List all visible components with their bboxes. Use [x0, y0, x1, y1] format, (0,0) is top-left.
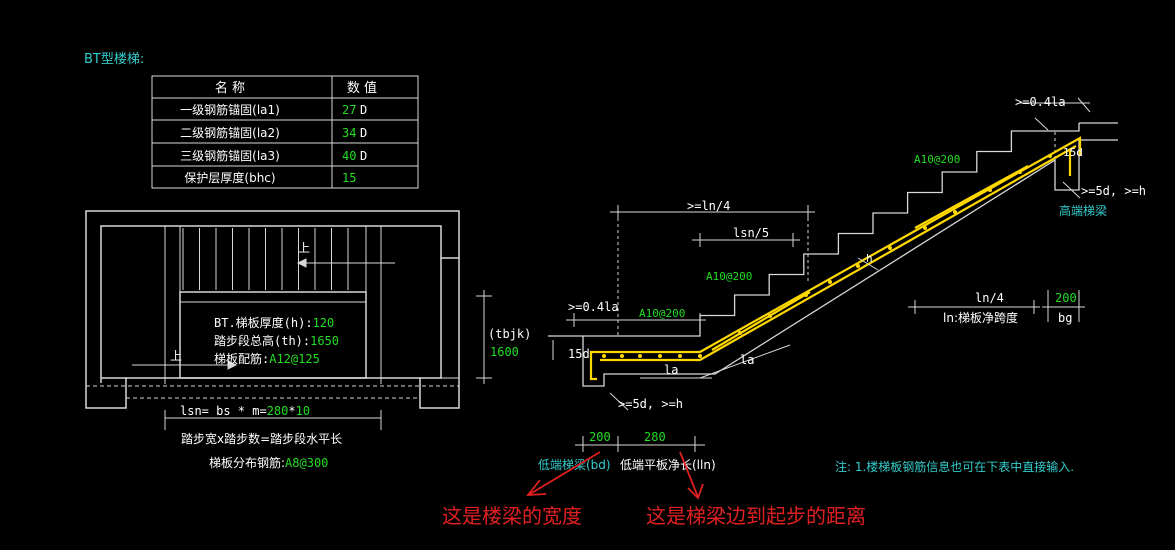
table-cell-value: 40 [342, 149, 356, 163]
lsn-bs: 280 [267, 404, 289, 418]
rebar-dot [923, 226, 927, 230]
thickness-line[interactable]: BT.梯板厚度(h):120 [214, 315, 334, 330]
lsn-line[interactable]: lsn= bs * m=280*10 [180, 404, 310, 418]
rebar-dot [620, 354, 624, 358]
up-arrow-icon [132, 258, 395, 370]
stair-rebar [589, 136, 1082, 381]
table-cell-value: 27 [342, 103, 356, 117]
rebar-dot [888, 246, 892, 250]
lsn-prefix: lsn= bs * m= [180, 404, 267, 418]
dim-5d-bottom: >=5d, >=h [618, 397, 683, 411]
stair-treads [182, 228, 349, 290]
rebar-line[interactable]: 梯板配筋:A12@125 [214, 351, 320, 366]
lsn-dimension [164, 410, 382, 430]
dim-ge-04la-top: >=0.4la [1015, 95, 1066, 109]
rebar-dot [738, 331, 742, 335]
rebar-dot [953, 210, 957, 214]
table-header-name: 名 称 [215, 80, 245, 96]
low-plate-label: 低端平板净长(lln) [620, 458, 716, 472]
thickness-value: 120 [313, 316, 335, 330]
red-arrow-icon [526, 451, 704, 500]
section-dimensions [552, 97, 1091, 452]
rebar-value: A12@125 [269, 352, 320, 366]
up-label: 上 [298, 241, 310, 255]
dim-15d-right: 15d [1063, 146, 1083, 159]
low-beam-label: 低端梯梁(bd) [538, 457, 611, 472]
table-row[interactable]: 一级钢筋锚固(la1) 27 D [180, 102, 367, 117]
dim-15d-left: 15d [568, 347, 590, 361]
rebar-dot [768, 314, 772, 318]
lsn-formula: 踏步宽x踏步数=踏步段水平长 [181, 431, 342, 446]
annotation-beam-width: 这是楼梁的宽度 [442, 504, 582, 528]
dim-la-1: la [664, 363, 678, 377]
bd-value[interactable]: 200 [589, 430, 611, 444]
table-cell-name: 一级钢筋锚固(la1) [180, 102, 280, 117]
plan-dashed-lines [86, 385, 459, 399]
param-table [151, 75, 419, 189]
height-label: 踏步段总高(th): [214, 333, 310, 348]
bg-value[interactable]: 200 [1055, 291, 1077, 305]
dist-rebar-label: 梯板分布钢筋: [209, 455, 285, 470]
rebar-label: 梯板配筋: [214, 351, 269, 366]
rebar-spec-top: A10@200 [914, 153, 960, 166]
rebar-dot [1048, 154, 1052, 158]
lln-value[interactable]: 280 [644, 430, 666, 444]
rebar-dot [658, 354, 662, 358]
stair-section-outline [548, 122, 1118, 387]
table-row[interactable]: 保护层厚度(bhc) 15 [184, 170, 356, 185]
dist-rebar-value: A8@300 [285, 456, 328, 470]
rebar-dot [856, 264, 860, 268]
note-text: 注: 1.楼梯板钢筋信息也可在下表中直接输入. [835, 459, 1074, 474]
table-cell-name: 三级钢筋锚固(la3) [180, 148, 280, 163]
tbjk-label: (tbjk) [488, 327, 531, 341]
table-cell-unit: D [360, 126, 367, 140]
rebar-dot [1018, 170, 1022, 174]
table-cell-unit: D [360, 149, 367, 163]
table-cell-value: 15 [342, 171, 356, 185]
dist-rebar-line[interactable]: 梯板分布钢筋:A8@300 [209, 455, 328, 470]
high-beam-label: 高端梯梁 [1059, 203, 1107, 218]
rebar-dot [638, 354, 642, 358]
annotation-beam-to-step: 这是梯梁边到起步的距离 [646, 504, 866, 528]
height-value: 1650 [310, 334, 339, 348]
rebar-dot [988, 188, 992, 192]
section-dashed-lines [617, 132, 1056, 336]
dim-5d-top: >=5d, >=h [1081, 184, 1146, 198]
table-cell-value: 34 [342, 126, 356, 140]
table-cell-name: 二级钢筋锚固(la2) [180, 125, 280, 140]
up-label: 上 [170, 349, 182, 363]
ln-net-span-label: ln:梯板净跨度 [943, 310, 1018, 325]
tbjk-value: 1600 [490, 345, 519, 359]
dim-la-2: la [740, 353, 754, 367]
lsn-star: * [288, 404, 295, 418]
rebar-spec-low: A10@200 [639, 307, 685, 320]
table-cell-name: 保护层厚度(bhc) [184, 170, 275, 185]
table-row[interactable]: 三级钢筋锚固(la3) 40 D [180, 148, 367, 163]
rebar-dot [828, 280, 832, 284]
rebar-dots [602, 154, 1052, 358]
dim-lsn5: lsn/5 [733, 226, 769, 240]
table-cell-unit: D [360, 103, 367, 117]
rebar-dot [804, 293, 808, 297]
dim-ge-ln4: >=ln/4 [687, 199, 730, 213]
bg-label: bg [1058, 311, 1072, 325]
rebar-dot [678, 354, 682, 358]
dim-ln4-right: ln/4 [975, 291, 1004, 305]
height-line[interactable]: 踏步段总高(th):1650 [214, 333, 339, 348]
dim-h: h [866, 252, 873, 265]
dim-ge-04la-left: >=0.4la [568, 300, 619, 314]
table-header-value: 数 值 [347, 80, 377, 96]
stair-type-title: BT型楼梯: [84, 52, 144, 67]
rebar-dot [602, 354, 606, 358]
tbjk-dimension [476, 290, 492, 384]
rebar-spec-mid: A10@200 [706, 270, 752, 283]
stair-plan-view [85, 210, 460, 409]
lsn-m: 10 [296, 404, 310, 418]
table-row[interactable]: 二级钢筋锚固(la2) 34 D [180, 125, 367, 140]
thickness-label: BT.梯板厚度(h): [214, 315, 313, 330]
rebar-dot [698, 354, 702, 358]
